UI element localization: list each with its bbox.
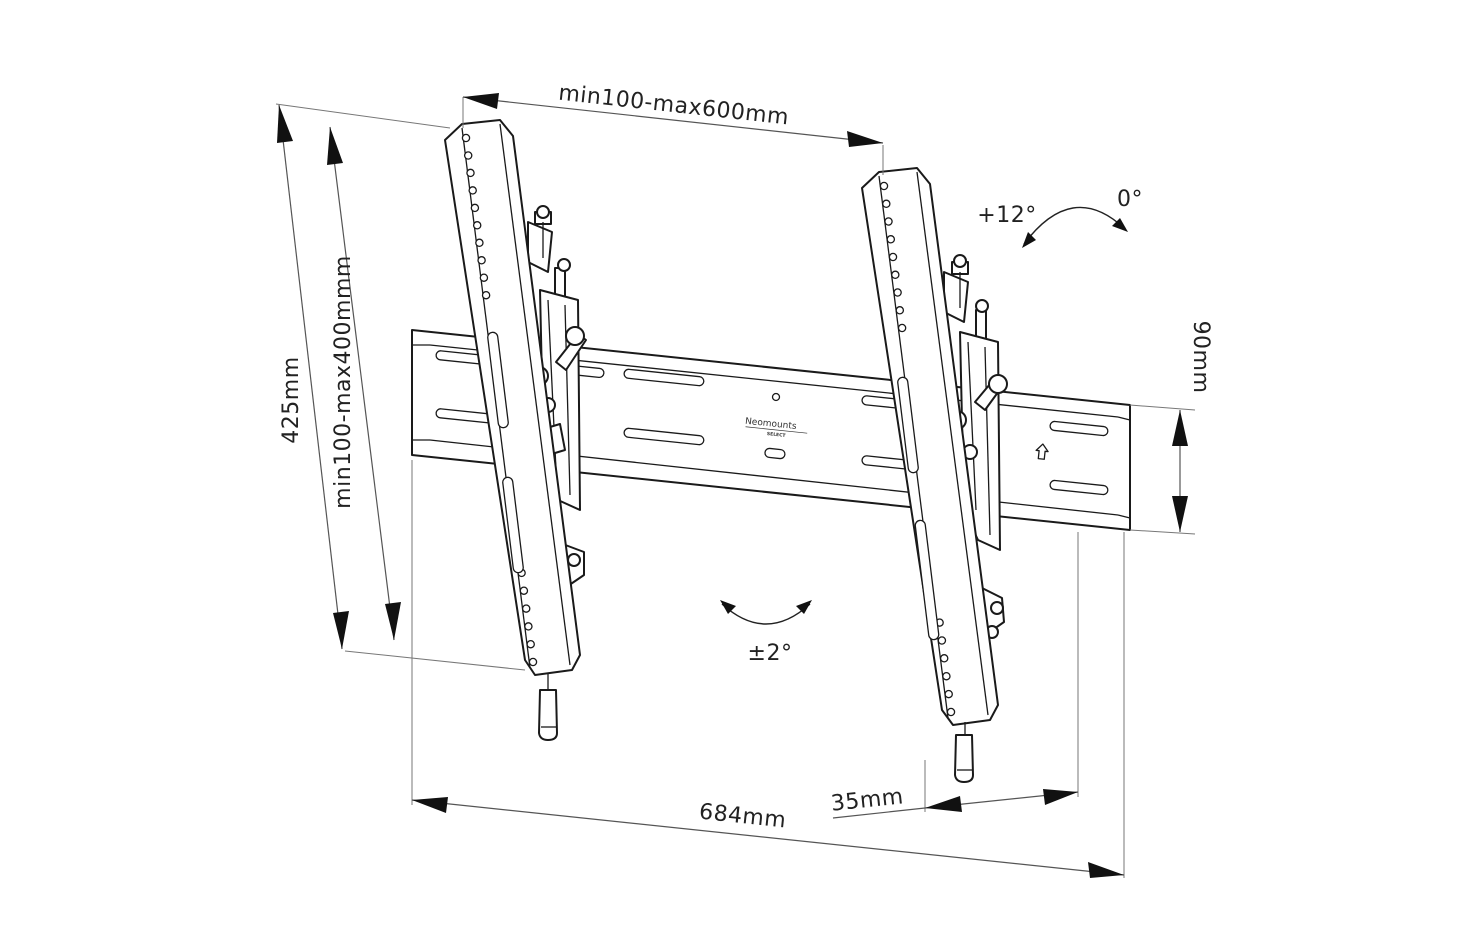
arrow-head xyxy=(1043,789,1078,805)
tilt-indicator: +12° 0° xyxy=(977,187,1143,248)
arrow-head xyxy=(1088,862,1124,878)
dim-rail-height: 90mm xyxy=(1129,321,1213,535)
bracket-hole xyxy=(479,273,489,282)
level-adjust-indicator: ±2° xyxy=(720,600,812,666)
bracket-hole xyxy=(886,235,896,244)
arrow-head xyxy=(385,602,401,640)
left-bracket-slot-1 xyxy=(487,331,509,429)
rail-center-slot xyxy=(764,447,786,460)
right-bracket-slot-1 xyxy=(897,376,919,474)
bracket-hole xyxy=(893,288,902,297)
rail-center-hole xyxy=(771,392,781,402)
bracket-hole xyxy=(946,707,956,717)
right-bracket-holes xyxy=(879,181,956,717)
arrow-head xyxy=(847,131,883,147)
dim-vesa-width: min100-max600mm xyxy=(462,81,884,175)
arrow-head xyxy=(1112,218,1128,232)
bracket-hole xyxy=(477,256,486,265)
bracket-hole xyxy=(939,654,949,663)
arrow-head xyxy=(327,127,343,165)
bracket-hole xyxy=(879,181,889,191)
bracket-hole xyxy=(521,604,531,613)
brand-line: SELECT xyxy=(767,431,787,439)
level-adjust-arc xyxy=(721,603,811,625)
bracket-hole xyxy=(526,639,535,649)
bracket-hole xyxy=(944,689,953,699)
right-bracket xyxy=(861,167,1008,783)
brand-logo: Neomounts SELECT xyxy=(745,417,808,439)
bracket-hole xyxy=(466,168,475,178)
arrow-head xyxy=(463,93,499,109)
bracket-hole xyxy=(481,290,491,300)
bracket-hole xyxy=(895,306,905,315)
bracket-hole xyxy=(524,622,533,631)
left-bracket-slot-2 xyxy=(502,476,524,574)
arrow-head xyxy=(925,796,962,812)
dim-total-height: 425mm xyxy=(275,103,526,671)
up-arrow-icon xyxy=(1035,443,1049,460)
label-vesa-width: min100-max600mm xyxy=(557,81,790,131)
label-level-adjust: ±2° xyxy=(748,641,793,666)
arrow-head xyxy=(277,105,293,143)
left-bracket xyxy=(444,119,587,741)
right-bracket-slot-2 xyxy=(914,519,940,641)
bracket-hole xyxy=(475,238,484,248)
arrow-head xyxy=(1172,410,1188,446)
dim-vesa-height: min100-max400mmm xyxy=(327,126,401,641)
bracket-hole xyxy=(472,221,482,230)
dim-wall-distance: 35mm xyxy=(830,532,1079,819)
bracket-hole xyxy=(937,636,947,645)
arrow-head xyxy=(796,600,812,614)
arrow-head xyxy=(412,797,448,813)
label-vesa-height: min100-max400mmm xyxy=(331,255,356,509)
arrow-head xyxy=(333,611,349,649)
bracket-hole xyxy=(468,186,477,195)
label-tilt-up: +12° xyxy=(977,203,1036,228)
bracket-hole xyxy=(897,323,907,333)
bracket-hole xyxy=(884,217,893,226)
arrow-head xyxy=(720,600,736,614)
bracket-hole xyxy=(942,671,951,681)
right-pull-handle xyxy=(954,734,974,783)
label-total-width: 684mm xyxy=(698,800,787,834)
bracket-hole xyxy=(528,657,538,667)
left-pull-handle xyxy=(538,689,558,741)
label-total-height: 425mm xyxy=(279,356,304,443)
tilt-arc xyxy=(1023,206,1125,245)
label-tilt-zero: 0° xyxy=(1117,187,1143,212)
bracket-hole xyxy=(463,151,473,160)
arrow-head xyxy=(1022,232,1036,248)
bracket-hole xyxy=(461,133,471,143)
bracket-hole xyxy=(519,586,529,595)
bracket-hole xyxy=(891,270,900,280)
bracket-hole xyxy=(888,252,898,262)
bracket-hole xyxy=(882,199,891,209)
bracket-hole xyxy=(470,203,480,213)
label-rail-height: 90mm xyxy=(1188,321,1213,394)
arrow-head xyxy=(1172,496,1188,532)
